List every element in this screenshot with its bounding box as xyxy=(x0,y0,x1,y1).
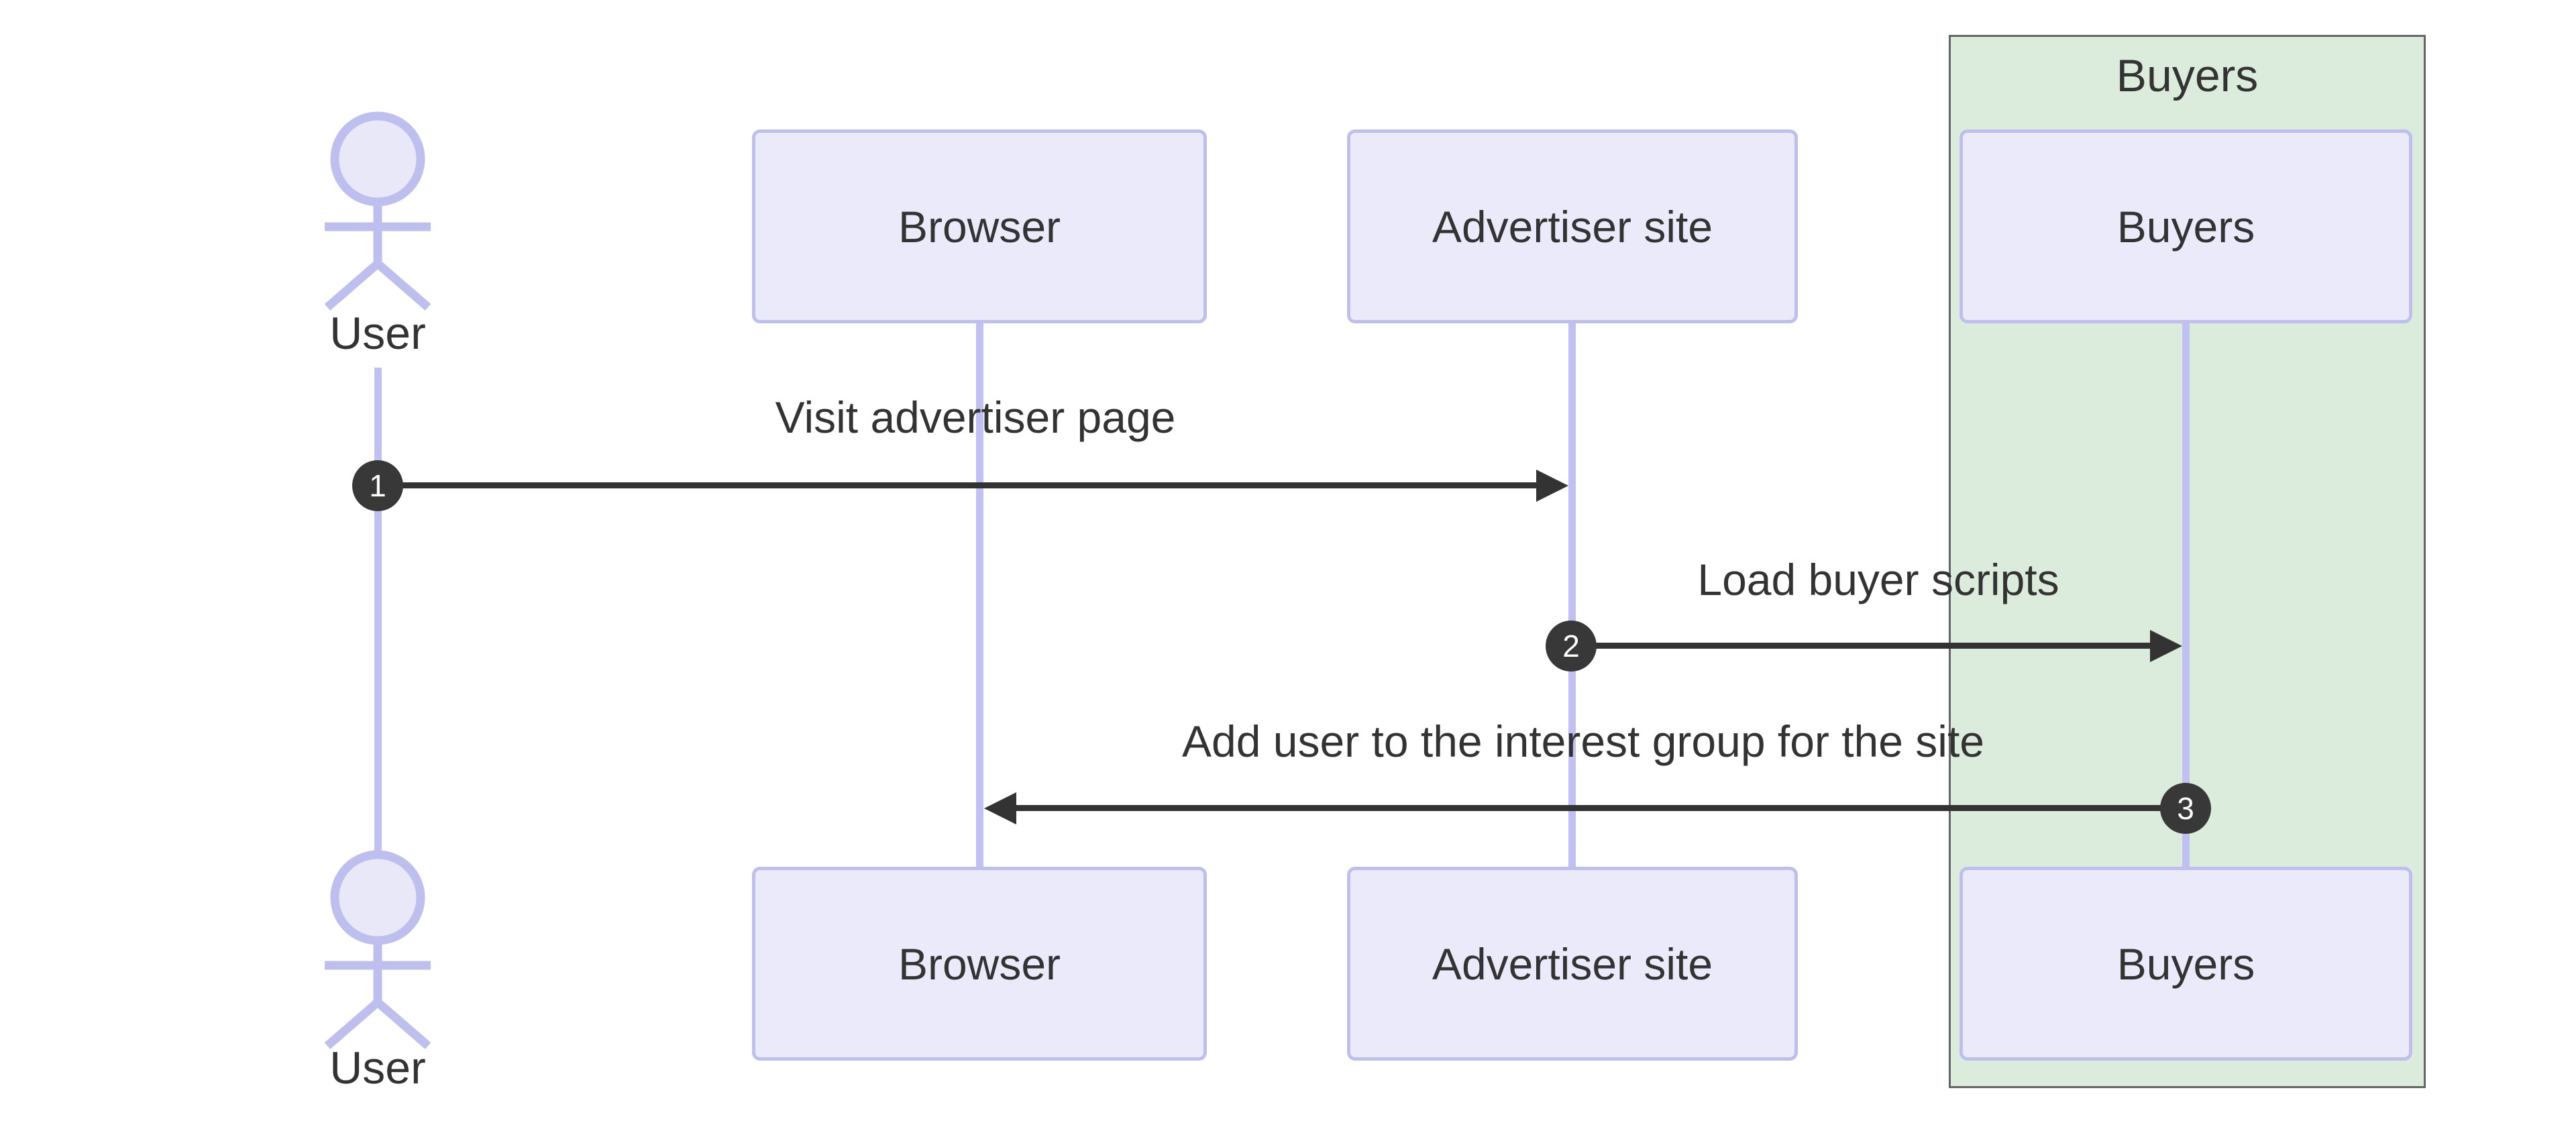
message-1-label: Visit advertiser page xyxy=(775,392,1176,442)
participant-buyers-top: Buyers xyxy=(1960,129,2412,323)
participant-advertiser-site-top: Advertiser site xyxy=(1347,129,1798,323)
actor-legs xyxy=(324,260,431,311)
message-1-line xyxy=(378,482,1543,488)
participant-advertiser-site-label: Advertiser site xyxy=(1432,201,1713,252)
participant-browser-top: Browser xyxy=(752,129,1207,323)
participant-browser-label: Browser xyxy=(898,201,1061,252)
participant-browser-bottom: Browser xyxy=(752,867,1207,1061)
buyers-group-title: Buyers xyxy=(2116,50,2259,101)
participant-buyers-label: Buyers xyxy=(2116,939,2255,989)
lifeline-user xyxy=(374,368,382,852)
actor-legs xyxy=(324,999,431,1049)
lifeline-advertiser-site xyxy=(1568,321,1576,868)
participant-browser-label: Browser xyxy=(898,939,1061,989)
participant-buyers-bottom: Buyers xyxy=(1960,867,2412,1061)
participant-advertiser-site-bottom: Advertiser site xyxy=(1347,867,1798,1061)
arrowhead-left-icon xyxy=(984,792,1016,824)
lifeline-browser xyxy=(976,321,983,868)
actor-head xyxy=(330,850,425,945)
participant-buyers-label: Buyers xyxy=(2116,201,2255,252)
actor-user-label-bottom: User xyxy=(329,1042,426,1093)
actor-head xyxy=(330,111,425,207)
user-stick-figure-icon xyxy=(324,850,431,1049)
user-stick-figure-icon xyxy=(324,111,431,311)
lifeline-buyers xyxy=(2182,321,2190,868)
participant-advertiser-site-label: Advertiser site xyxy=(1432,939,1713,989)
arrowhead-right-icon xyxy=(1536,470,1568,502)
actor-user-label-top: User xyxy=(329,308,426,359)
